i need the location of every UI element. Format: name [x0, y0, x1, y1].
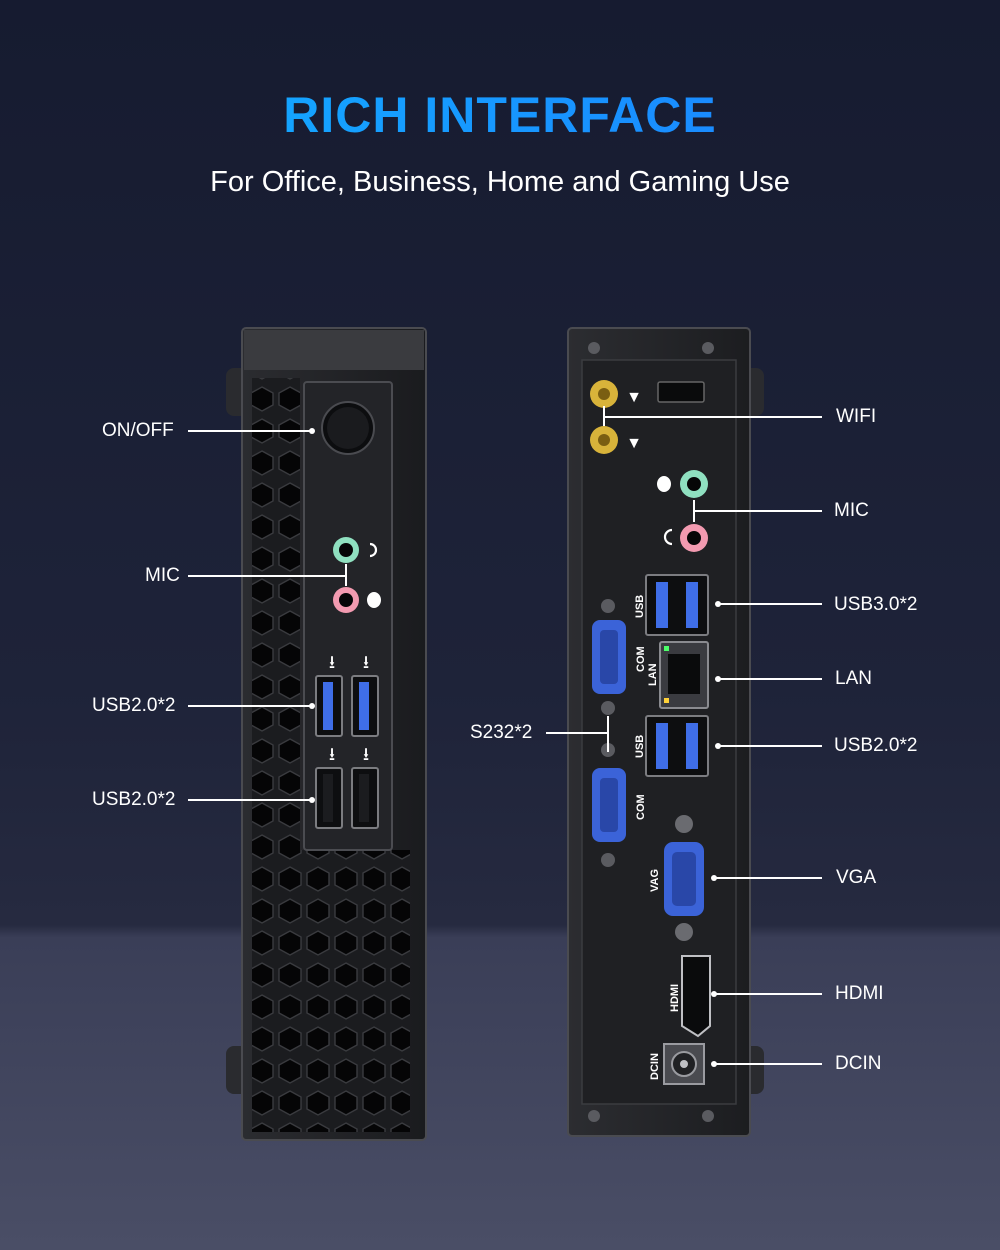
- label-lan: LAN: [835, 668, 872, 689]
- com-bottom-text: COM: [635, 794, 647, 820]
- usb-port[interactable]: [351, 767, 379, 829]
- wifi-antenna-connector: [590, 426, 618, 454]
- label-rear-mic: MIC: [834, 500, 869, 521]
- usb-icon: ⭳: [329, 744, 335, 764]
- label-serial: S232*2: [470, 722, 533, 743]
- usb2-port-stack[interactable]: [645, 715, 709, 777]
- label-dcin: DCIN: [835, 1053, 882, 1074]
- mic-jack: [333, 537, 359, 563]
- label-hdmi: HDMI: [835, 983, 884, 1004]
- usb-icon: ⭳: [329, 652, 335, 672]
- screw: [588, 342, 714, 1122]
- label-front-mic: MIC: [145, 565, 180, 586]
- mic-icon: [367, 592, 381, 608]
- usb-icon: ⭳: [363, 652, 369, 672]
- wifi-antenna-connector: [590, 380, 618, 408]
- power-button[interactable]: [321, 401, 375, 455]
- wifi-icon: ▼: [626, 435, 642, 452]
- label-front-usb-lower: USB2.0*2: [92, 789, 176, 810]
- usb-bottom-text: USB: [634, 735, 646, 758]
- front-panel-device: ⭳ ⭳ ⭳ ⭳: [226, 327, 427, 1141]
- lan-text: LAN: [647, 663, 659, 686]
- rear-panel-device: ▼ ▼ USB COM LAN USB: [567, 327, 764, 1137]
- headphone-jack: [333, 587, 359, 613]
- usb-port[interactable]: [351, 675, 379, 737]
- wifi-icon: ▼: [626, 389, 642, 406]
- lan-port[interactable]: [659, 641, 709, 709]
- mic-jack: [680, 470, 708, 498]
- usb-top-text: USB: [634, 595, 646, 618]
- dcin-text: DCIN: [649, 1053, 661, 1080]
- hex-grill: [252, 378, 300, 850]
- label-vga: VGA: [836, 867, 877, 888]
- label-wifi: WIFI: [836, 406, 877, 427]
- page-subtitle: For Office, Business, Home and Gaming Us…: [210, 166, 790, 198]
- usb-port[interactable]: [315, 767, 343, 829]
- lock-slot: [657, 381, 705, 403]
- hex-grill: [252, 850, 410, 1132]
- vag-text: VAG: [649, 869, 661, 892]
- com-top-text: COM: [635, 646, 647, 672]
- headphone-jack: [680, 524, 708, 552]
- com-port[interactable]: [592, 599, 626, 715]
- label-front-usb-upper: USB2.0*2: [92, 695, 176, 716]
- mic-icon: [657, 476, 671, 492]
- usb-port[interactable]: [315, 675, 343, 737]
- label-rear-usb2: USB2.0*2: [834, 735, 918, 756]
- com-port[interactable]: [592, 743, 626, 867]
- hdmi-port[interactable]: [681, 955, 711, 1038]
- headset-icon: [369, 542, 378, 558]
- headset-icon: [663, 528, 673, 546]
- label-on-off: ON/OFF: [102, 420, 174, 441]
- hdmi-text: HDMI: [669, 984, 681, 1012]
- usb3-port-stack[interactable]: [645, 574, 709, 636]
- label-usb3: USB3.0*2: [834, 594, 918, 615]
- usb-icon: ⭳: [363, 744, 369, 764]
- vga-port[interactable]: [664, 815, 704, 941]
- dc-in-port[interactable]: [663, 1043, 705, 1085]
- page-title: RICH INTERFACE: [0, 86, 1000, 144]
